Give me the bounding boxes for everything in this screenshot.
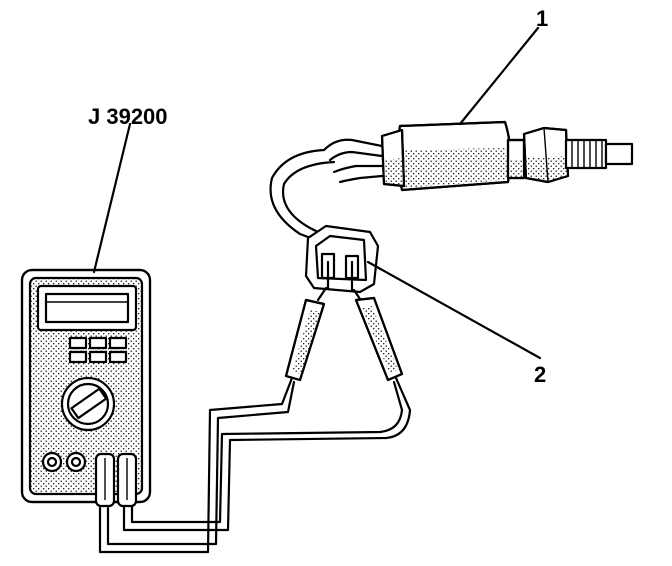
meter-leads <box>98 376 412 554</box>
sensor-leads <box>269 138 384 242</box>
callout-1-label: 1 <box>536 6 548 31</box>
sensor <box>380 120 634 192</box>
test-probe-right <box>352 288 404 382</box>
connector <box>304 224 380 294</box>
meter-rotary-dial <box>60 376 116 432</box>
meter-buttons <box>68 336 128 364</box>
callout-2-label: 2 <box>534 362 546 387</box>
callout-leaders <box>92 26 542 360</box>
meter-jacks <box>41 451 87 473</box>
meter-plugs <box>94 452 138 508</box>
meter-display <box>36 284 138 332</box>
multimeter <box>20 268 152 508</box>
tool-label: J 39200 <box>88 104 168 129</box>
test-probe-left <box>284 286 328 382</box>
